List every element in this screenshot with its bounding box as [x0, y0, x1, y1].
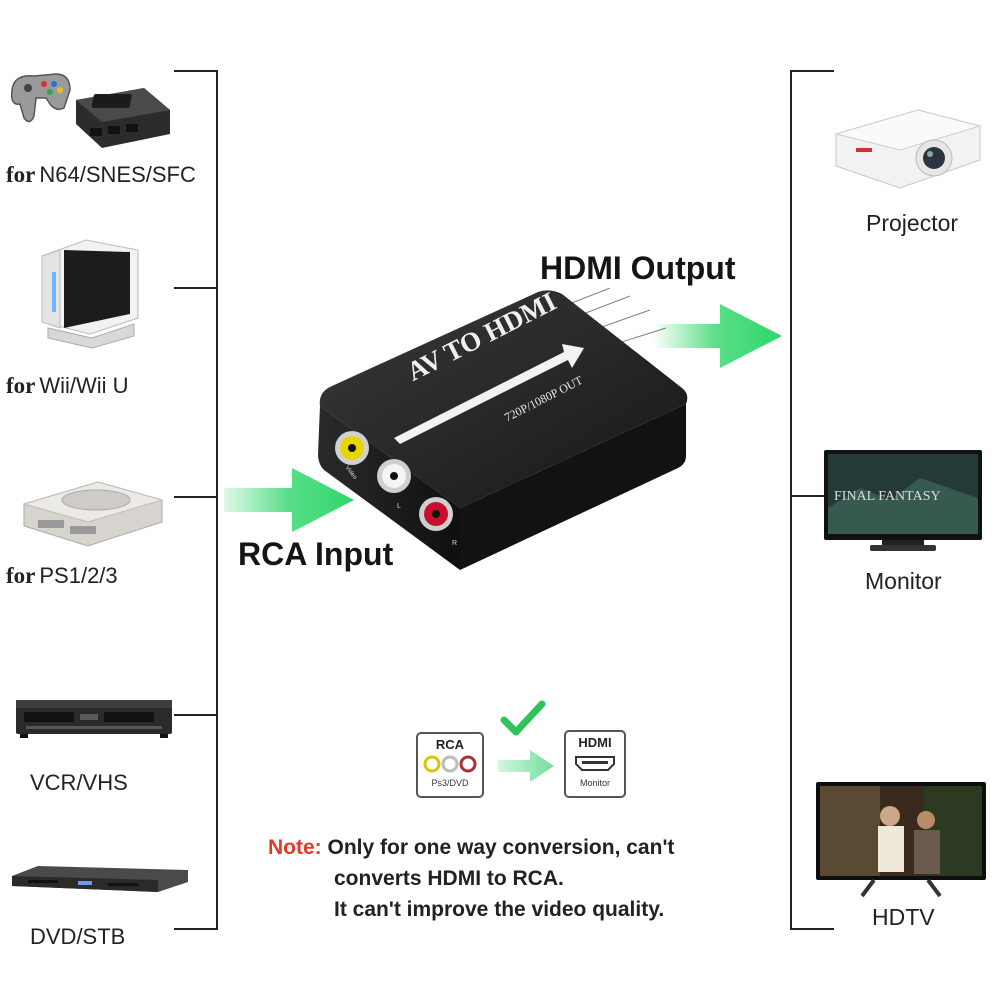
- right-bracket-tick-3: [790, 928, 834, 930]
- output-label-projector: Projector: [866, 210, 959, 236]
- note-key: Note:: [268, 836, 322, 859]
- port-label-r: R: [452, 540, 458, 547]
- rca-input-label: RCA Input: [238, 536, 394, 572]
- vcr-player-icon: [16, 700, 172, 738]
- note-line-2: converts HDMI to RCA.: [334, 867, 564, 890]
- output-label-monitor: Monitor: [865, 568, 942, 594]
- projector-icon: [834, 109, 982, 189]
- hdmi-output-label: HDMI Output: [540, 250, 736, 286]
- monitor-icon: FINAL FANTASY: [824, 450, 982, 551]
- left-bracket-vertical: [216, 70, 218, 930]
- input-arrow-icon: [224, 468, 354, 532]
- right-bracket-tick-1: [790, 70, 834, 72]
- mini-hdmi-port-icon: [575, 756, 615, 771]
- source-label-vcr: VCR/VHS: [30, 770, 128, 795]
- mini-checkmark-icon: [500, 700, 546, 736]
- dvd-player-icon: [12, 866, 188, 892]
- output-label-hdtv: HDTV: [872, 904, 935, 930]
- mini-rca-caption: Ps3/DVD: [431, 778, 469, 788]
- mini-rca-box: RCA Ps3/DVD: [416, 732, 484, 798]
- port-label-l: L: [397, 503, 401, 510]
- right-bracket-vertical: [790, 70, 792, 930]
- right-bracket-tick-2: [790, 495, 834, 497]
- left-bracket-tick-5: [174, 928, 218, 930]
- av-to-hdmi-converter: [318, 288, 688, 570]
- hdtv-icon: [816, 782, 986, 898]
- source-label-dvd: DVD/STB: [30, 924, 126, 949]
- mini-hdmi-caption: Monitor: [579, 778, 610, 788]
- left-bracket-tick-1: [174, 70, 218, 72]
- game-console-icon: [10, 73, 170, 148]
- note-line-1: Only for one way conversion, can't: [327, 836, 675, 859]
- wii-console-icon: [41, 239, 139, 349]
- mini-rca-title: RCA: [435, 737, 465, 752]
- left-bracket-tick-2: [174, 287, 218, 289]
- left-bracket-tick-4: [174, 714, 218, 716]
- mini-rca-jacks-icon: [423, 755, 477, 773]
- playstation-console-icon: [22, 481, 164, 547]
- svg-text:FINAL FANTASY: FINAL FANTASY: [834, 489, 941, 504]
- mini-hdmi-box: HDMI Monitor: [564, 730, 626, 798]
- note-block: Note: Only for one way conversion, can't…: [268, 832, 674, 925]
- mini-arrow-icon: [498, 750, 554, 782]
- output-arrow-icon: [652, 304, 782, 368]
- note-line-3: It can't improve the video quality.: [334, 898, 665, 921]
- mini-hdmi-title: HDMI: [578, 735, 612, 750]
- left-bracket-tick-3: [174, 496, 218, 498]
